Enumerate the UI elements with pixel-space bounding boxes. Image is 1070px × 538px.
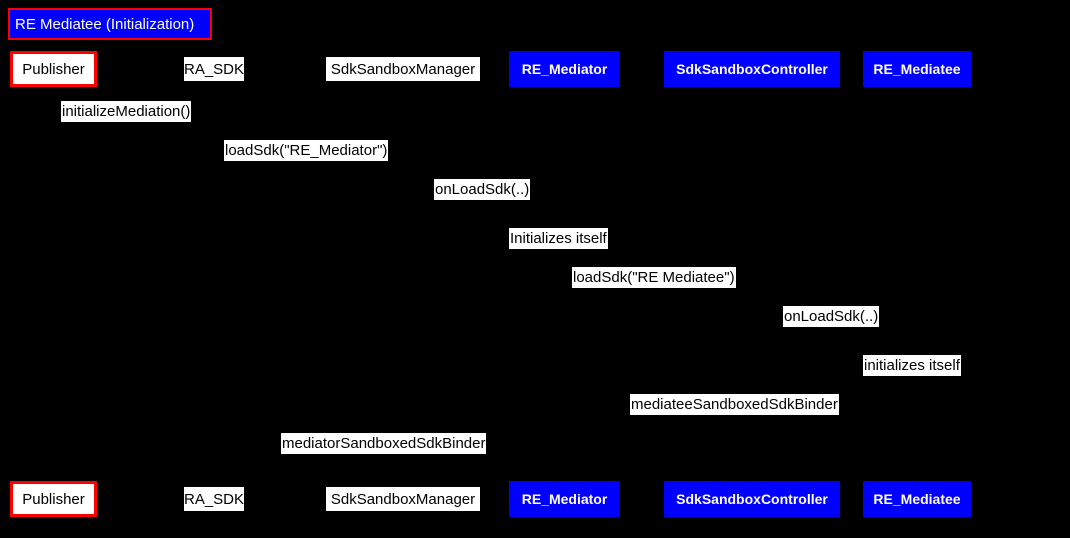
diagram-title-badge: RE Mediatee (Initialization) [8, 8, 212, 40]
participant-bottom-label-sdk_sandbox_controller: SdkSandboxController [676, 491, 828, 507]
lifeline-re_mediator [564, 88, 565, 481]
participant-top-label-sdk_sandbox_manager: SdkSandboxManager [330, 60, 476, 78]
participant-bottom-ra_sdk[interactable]: RA_SDK [184, 487, 244, 511]
participant-bottom-label-re_mediator: RE_Mediator [521, 491, 608, 507]
message-label-5: loadSdk("RE Mediatee") [572, 267, 736, 289]
message-line-5 [564, 291, 752, 292]
participant-top-ra_sdk[interactable]: RA_SDK [184, 57, 244, 81]
lifeline-sdk_sandbox_controller [752, 88, 753, 481]
message-line-4 [564, 252, 592, 253]
participant-top-publisher[interactable]: Publisher [10, 51, 97, 87]
participant-top-re_mediatee[interactable]: RE_Mediatee [863, 51, 971, 87]
message-label-2: loadSdk("RE_Mediator") [224, 140, 389, 162]
message-label-8: mediateeSandboxedSdkBinder [630, 394, 839, 416]
message-line-1 [53, 125, 214, 126]
participant-top-sdk_sandbox_controller[interactable]: SdkSandboxController [664, 51, 840, 87]
participant-top-sdk_sandbox_manager[interactable]: SdkSandboxManager [326, 57, 480, 81]
message-label-1: initializeMediation() [61, 101, 192, 123]
lifeline-ra_sdk [214, 82, 215, 487]
message-label-4: Initializes itself [509, 228, 608, 250]
participant-bottom-publisher[interactable]: Publisher [10, 481, 97, 517]
message-label-9: mediatorSandboxedSdkBinder [281, 433, 487, 455]
lifeline-re_mediatee [917, 88, 918, 481]
lifeline-sdk_sandbox_manager [403, 82, 404, 487]
message-label-6: onLoadSdk(..) [783, 306, 880, 328]
participant-bottom-sdk_sandbox_controller[interactable]: SdkSandboxController [664, 481, 840, 517]
participant-top-label-re_mediator: RE_Mediator [521, 61, 608, 77]
message-line-8 [564, 418, 917, 419]
participant-bottom-re_mediator[interactable]: RE_Mediator [509, 481, 620, 517]
message-line-7 [917, 379, 945, 380]
participant-top-re_mediator[interactable]: RE_Mediator [509, 51, 620, 87]
message-line-6 [752, 330, 917, 331]
message-line-9 [214, 457, 564, 458]
participant-bottom-sdk_sandbox_manager[interactable]: SdkSandboxManager [326, 487, 480, 511]
participant-bottom-re_mediatee[interactable]: RE_Mediatee [863, 481, 971, 517]
message-line-3 [403, 203, 564, 204]
participant-bottom-label-sdk_sandbox_manager: SdkSandboxManager [330, 490, 476, 508]
participant-top-label-sdk_sandbox_controller: SdkSandboxController [676, 61, 828, 77]
participant-bottom-label-publisher: Publisher [22, 490, 85, 508]
lifeline-publisher [53, 88, 54, 481]
participant-top-label-re_mediatee: RE_Mediatee [873, 61, 961, 77]
message-label-3: onLoadSdk(..) [434, 179, 531, 201]
participant-top-label-ra_sdk: RA_SDK [183, 60, 245, 78]
message-label-7: initializes itself [863, 355, 961, 377]
participant-bottom-label-ra_sdk: RA_SDK [183, 490, 245, 508]
message-line-2 [214, 164, 403, 165]
participant-bottom-label-re_mediatee: RE_Mediatee [873, 491, 961, 507]
diagram-title-text: RE Mediatee (Initialization) [15, 15, 195, 33]
participant-top-label-publisher: Publisher [22, 60, 85, 78]
